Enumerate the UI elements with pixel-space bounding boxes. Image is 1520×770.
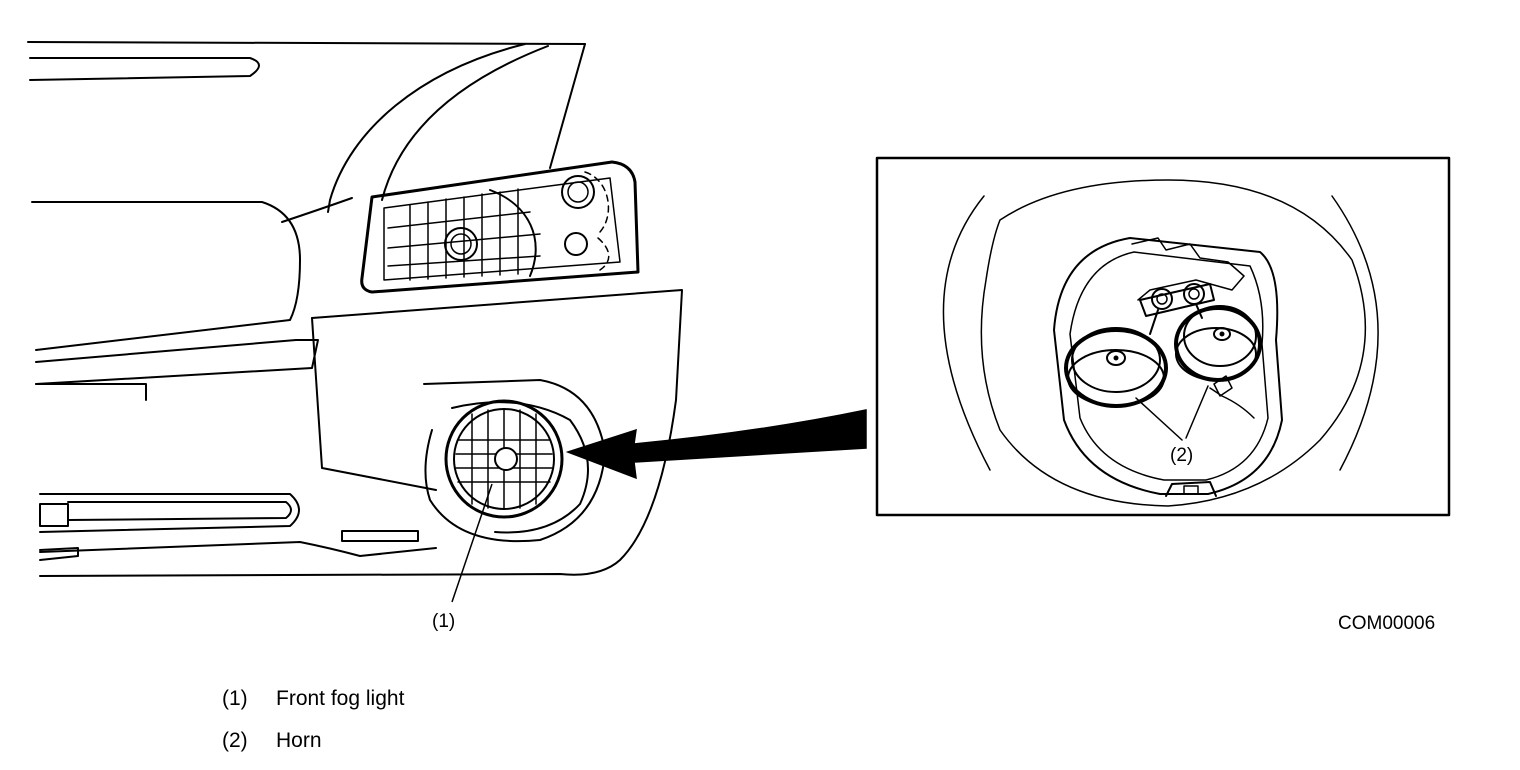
- figure-code: COM00006: [1338, 613, 1436, 634]
- bumper-corner-panel: [39, 289, 683, 577]
- legend-item: (2) Horn: [222, 730, 322, 751]
- fog-light-center: [494, 447, 518, 471]
- horn-leader-right: [1185, 385, 1209, 439]
- turn-bulb-upper: [561, 175, 595, 209]
- bumper-shoulder: [281, 197, 353, 223]
- pointer-arrow-icon: [565, 409, 867, 480]
- headlamp-bulb-main-inner: [450, 233, 472, 255]
- wheel-arc-inner: [980, 179, 1367, 507]
- bumper-lower-lip: [39, 547, 79, 561]
- bracket-plate: [1131, 237, 1245, 301]
- bumper-corner-top: [311, 317, 437, 491]
- turn-bulb-dashes: [584, 171, 610, 271]
- horn-right-rim: [1175, 327, 1257, 381]
- headlamp-inner: [383, 177, 621, 281]
- fender-outer-line: [549, 43, 586, 169]
- turn-bulb-lower: [564, 232, 588, 256]
- mount-bolt-left: [1151, 288, 1173, 310]
- inset-frame: [875, 156, 1451, 517]
- horn-opening: [1053, 237, 1283, 495]
- horn-left-face: [1071, 327, 1161, 393]
- legend-number: (2): [222, 729, 248, 752]
- horn-left-center: [1106, 350, 1126, 366]
- horn-leader-left: [1135, 397, 1183, 441]
- bumper-grille-upper: [35, 383, 147, 401]
- headlamp-reflector: [489, 189, 537, 277]
- horn-right-center: [1213, 327, 1231, 341]
- horn-mount-bar: [1139, 283, 1215, 317]
- legend-text: Horn: [276, 729, 322, 752]
- legend-item: (1) Front fog light: [222, 688, 404, 709]
- fog-pocket-outer: [423, 379, 606, 543]
- fender-curve-a: [327, 43, 526, 213]
- hood-slot: [29, 57, 260, 81]
- fender-curve-b: [381, 45, 549, 201]
- horn-right-face: [1183, 305, 1257, 367]
- fog-light-ring: [444, 399, 564, 519]
- headlamp-housing: [360, 160, 640, 294]
- legend-text: Front fog light: [276, 687, 405, 710]
- mount-bolt-right-inner: [1188, 288, 1200, 300]
- headlamp-bulb-main: [444, 227, 478, 261]
- horn-right-dot: [1219, 331, 1225, 337]
- bumper-upper: [31, 201, 301, 351]
- hood-edge: [27, 41, 586, 45]
- wheel-arc-outer-right: [1331, 195, 1379, 471]
- bumper-corner-lower: [39, 541, 437, 557]
- license-tab: [341, 530, 419, 542]
- lower-clip-tab: [1183, 485, 1199, 495]
- mount-stem-left: [1149, 309, 1159, 335]
- bumper-lip: [35, 339, 319, 385]
- horn-left-dot: [1113, 355, 1119, 361]
- fog-light-leader: [451, 483, 493, 603]
- horn-harness: [1209, 387, 1255, 419]
- mount-bolt-right: [1183, 283, 1205, 305]
- turn-bulb-upper-inner: [567, 181, 589, 203]
- horn-opening-inner: [1069, 251, 1269, 481]
- lower-clip: [1165, 481, 1217, 497]
- horn-detail-inset: [875, 156, 1451, 517]
- bumper-slot-lower: [39, 493, 300, 533]
- fog-light-callout: (1): [432, 611, 456, 632]
- bumper-slot-inner: [67, 501, 292, 521]
- mount-bolt-left-inner: [1156, 293, 1168, 305]
- bumper-slot-tab: [39, 503, 69, 527]
- car-front-corner: [27, 41, 683, 577]
- horn-connector: [1213, 375, 1233, 397]
- horn-callout: (2): [1170, 445, 1194, 466]
- headlamp-grid: [387, 188, 541, 281]
- wheel-arc-outer-left: [942, 195, 991, 471]
- legend-number: (1): [222, 687, 248, 710]
